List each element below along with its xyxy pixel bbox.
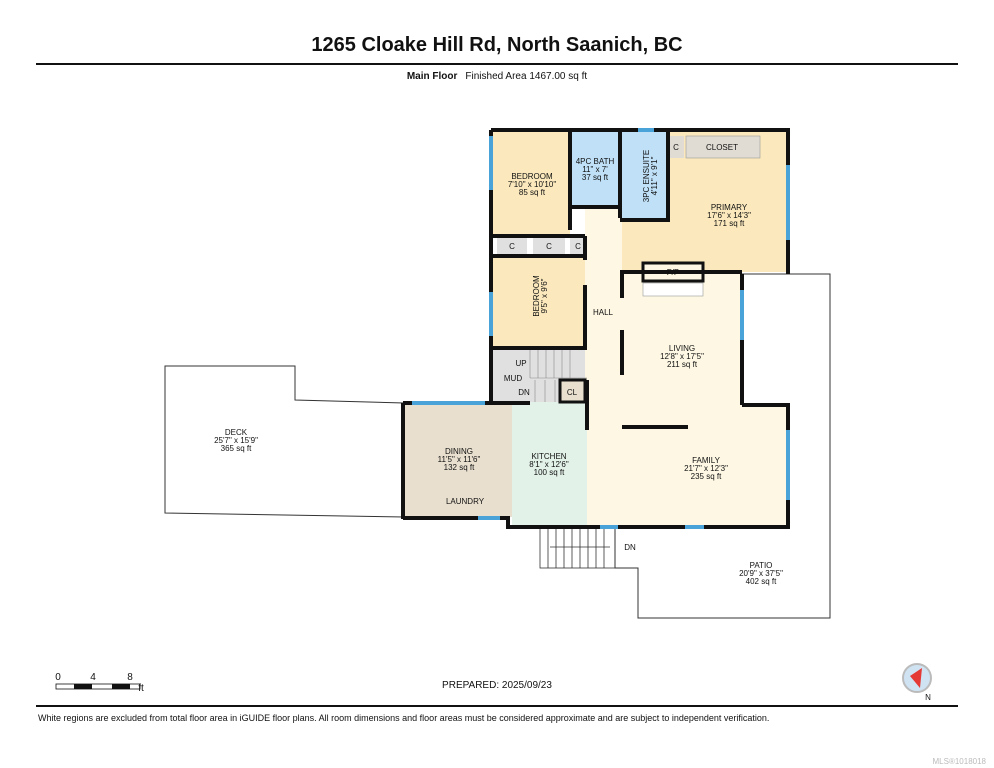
bath-area: 37 sq ft [582,173,609,182]
bath-dims: 11" x 7' [582,165,608,174]
closet-c-label: C [575,242,581,251]
room-3pc-ensuite [620,132,668,218]
living-area: 211 sq ft [667,360,698,369]
compass-icon: N [902,663,932,702]
dining-dims: 11'5" x 11'6" [438,455,481,464]
ensuite-label: 3PC ENSUITE [642,150,651,202]
hearth [642,282,704,297]
living-dims: 12'8" x 17'5" [660,352,704,361]
scale-bar: 0 4 8 ft [55,672,144,694]
primary-label: PRIMARY [711,203,748,212]
bedroom-1-area: 85 sq ft [519,188,546,197]
closet-label: CLOSET [706,143,738,152]
divider [36,705,958,707]
scale-unit: ft [138,683,144,694]
kitchen-dims: 8'1" x 12'6" [529,460,569,469]
hall-label: HALL [593,308,614,317]
room-dining [405,405,512,517]
closet [685,135,761,159]
compass-north-label: N [925,693,931,702]
closet-c-label: C [546,242,552,251]
closet-c [668,136,684,158]
closet-c-label: C [509,242,515,251]
mud-label: MUD [504,374,522,383]
room-primary [622,132,786,272]
bath-label: 4PC BATH [576,157,615,166]
stairs-up-label: UP [515,359,526,368]
closet-c [533,237,565,255]
primary-area: 171 sq ft [714,219,745,228]
exterior-stairs [539,526,616,569]
room-bedroom-1 [493,132,570,235]
family-label: FAMILY [692,456,721,465]
primary-dims: 17'6" x 14'3" [707,211,751,220]
bedroom-2-dims: 9'5" x 9'6" [540,278,549,313]
room-4pc-bath [570,132,620,207]
patio-dims: 20'9" x 37'5" [739,569,783,578]
exterior-stairs-dn-label: DN [624,543,636,552]
disclaimer: White regions are excluded from total fl… [38,713,770,723]
dining-area: 132 sq ft [444,463,475,472]
bedroom-1-dims: 7'10" x 10'10" [508,180,556,189]
family-area: 235 sq ft [691,472,722,481]
deck-dims: 25'7" x 15'9" [214,436,258,445]
deck-label: DECK [225,428,248,437]
room-bedroom-2 [493,257,585,348]
bedroom-1-label: BEDROOM [511,172,553,181]
kitchen-label: KITCHEN [531,452,566,461]
fireplace-label: F/P [667,268,679,277]
closet-c [497,237,527,255]
floor-subtitle: Main Floor Finished Area 1467.00 sq ft [0,71,994,82]
interior-stairs [529,350,587,402]
laundry-label: LAUNDRY [446,497,485,506]
room-living [587,272,788,525]
windows [412,128,790,529]
deck-area: 365 sq ft [221,444,252,453]
scale-tick-8: 8 [127,672,133,683]
deck-outline [164,365,405,518]
closet-cl-label: CL [567,388,578,397]
floor-name: Main Floor [406,71,458,82]
family-dims: 21'7" x 12'3" [684,464,728,473]
room-kitchen [512,402,587,525]
ensuite-dims: 4'11" x 9'1" [650,156,659,195]
scale-tick-4: 4 [90,672,96,683]
prepared-date: PREPARED: 2025/09/23 [442,680,552,691]
mls-watermark: MLS®1018018 [932,757,987,766]
patio-area: 402 sq ft [746,577,777,586]
finished-area: Finished Area 1467.00 sq ft [465,71,588,82]
bedroom-2-label: BEDROOM [532,275,541,317]
dining-label: DINING [445,447,473,456]
stairs-dn-label: DN [518,388,530,397]
closet-c [570,237,585,255]
patio-label: PATIO [750,561,773,570]
room-hall [585,207,622,402]
page-title: 1265 Cloake Hill Rd, North Saanich, BC [311,34,683,56]
scale-tick-0: 0 [55,672,61,683]
living-label: LIVING [669,344,695,353]
closet-c-label: C [673,143,679,152]
divider [36,63,958,65]
kitchen-area: 100 sq ft [534,468,565,477]
